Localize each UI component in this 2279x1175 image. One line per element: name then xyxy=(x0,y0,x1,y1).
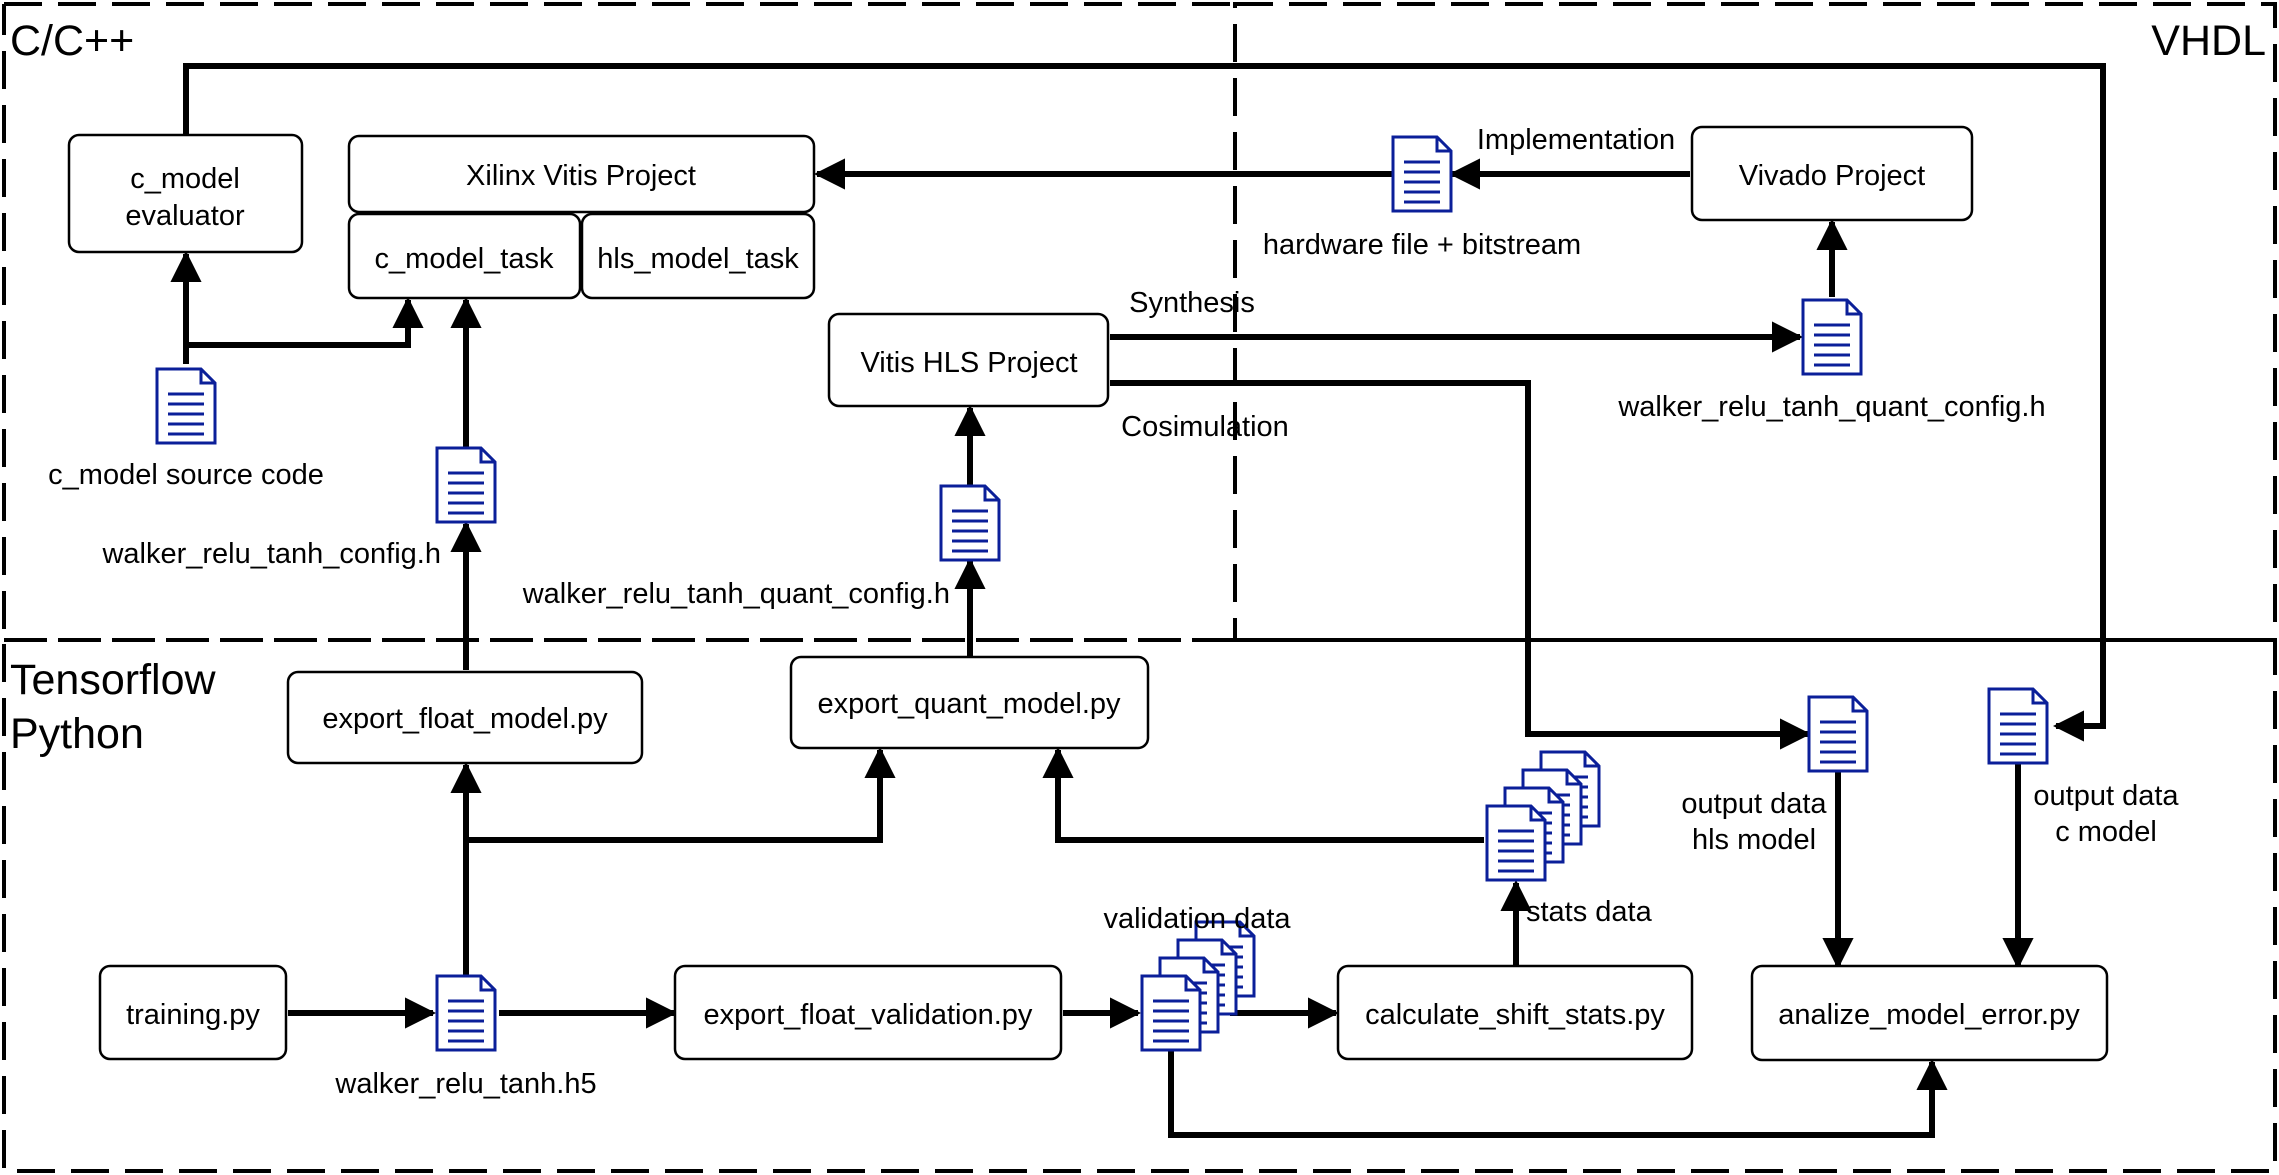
calculate-shift-stats-box[interactable]: calculate_shift_stats.py xyxy=(1336,964,1694,1061)
output-hls-document-icon xyxy=(1807,695,1869,773)
output-c-label-2: c model xyxy=(2055,816,2157,848)
region-label-cpp: C/C++ xyxy=(10,17,134,65)
quant-config-right-label: walker_relu_tanh_quant_config.h xyxy=(1617,391,2045,423)
c-model-source-label: c_model source code xyxy=(48,459,324,491)
export-quant-model-label: export_quant_model.py xyxy=(817,688,1121,720)
connectors xyxy=(170,63,2106,1138)
output-hls-label-2: hls model xyxy=(1692,824,1816,856)
vivado-project-box[interactable]: Vivado Project xyxy=(1690,125,1974,222)
output-hls-label-1: output data xyxy=(1681,788,1827,820)
validation-data-label: validation data xyxy=(1103,903,1291,935)
region-label-tensorflow: Tensorflow xyxy=(10,656,216,704)
region-vhdl xyxy=(1233,2,2277,642)
region-label-python: Python xyxy=(10,710,144,758)
export-float-model-label: export_float_model.py xyxy=(322,703,608,735)
stats-data-label: stats data xyxy=(1526,896,1653,928)
c-model-evaluator-label-1: c_model xyxy=(130,163,240,195)
training-label: training.py xyxy=(126,999,260,1031)
synthesis-edge-label: Synthesis xyxy=(1129,287,1255,319)
float-config-label: walker_relu_tanh_config.h xyxy=(101,538,441,570)
validation-data-document-stack-icon xyxy=(1142,922,1254,1050)
h5-model-document-icon xyxy=(435,974,497,1052)
output-c-document-icon xyxy=(1987,687,2049,765)
cosimulation-edge-label: Cosimulation xyxy=(1121,411,1289,443)
c-model-task-box[interactable]: c_model_task xyxy=(347,212,582,300)
quant-config-right-document-icon xyxy=(1801,298,1863,376)
vitis-hls-project-label: Vitis HLS Project xyxy=(860,347,1077,379)
implementation-edge-label: Implementation xyxy=(1477,124,1675,156)
edge-branch-to-export-quant xyxy=(466,746,896,843)
vitis-hls-project-box[interactable]: Vitis HLS Project xyxy=(827,312,1110,408)
xilinx-vitis-project-box[interactable]: Xilinx Vitis Project xyxy=(347,134,816,214)
calculate-shift-stats-label: calculate_shift_stats.py xyxy=(1365,999,1665,1031)
output-c-label-1: output data xyxy=(2033,780,2179,812)
float-config-document-icon xyxy=(435,446,497,524)
edge-validation-to-analyze xyxy=(1168,1050,1948,1138)
analize-model-error-box[interactable]: analize_model_error.py xyxy=(1750,964,2109,1062)
quant-config-document-icon xyxy=(939,484,1001,562)
hardware-file-document-icon xyxy=(1391,135,1453,213)
hls-model-task-box[interactable]: hls_model_task xyxy=(580,212,816,300)
vivado-project-label: Vivado Project xyxy=(1739,160,1925,192)
h5-model-label: walker_relu_tanh.h5 xyxy=(334,1068,596,1100)
stats-data-document-stack-icon xyxy=(1487,752,1599,880)
analize-model-error-label: analize_model_error.py xyxy=(1778,999,2080,1031)
c-model-evaluator-label-2: evaluator xyxy=(125,200,245,232)
hardware-file-label: hardware file + bitstream xyxy=(1263,229,1581,261)
region-label-vhdl: VHDL xyxy=(2151,17,2266,65)
export-float-validation-box[interactable]: export_float_validation.py xyxy=(673,964,1063,1061)
edge-cosimulation xyxy=(1110,380,1812,750)
quant-config-label: walker_relu_tanh_quant_config.h xyxy=(522,578,950,610)
hls-model-task-label: hls_model_task xyxy=(597,243,799,275)
c-model-source-document-icon xyxy=(155,367,217,445)
xilinx-vitis-project-label: Xilinx Vitis Project xyxy=(466,160,696,192)
export-quant-model-box[interactable]: export_quant_model.py xyxy=(789,655,1150,750)
region-tensorflow xyxy=(2,638,2277,1173)
edge-evaluator-to-c-output xyxy=(183,63,2106,742)
edge-source-to-c-model-task xyxy=(186,296,424,348)
export-float-validation-label: export_float_validation.py xyxy=(704,999,1033,1031)
c-model-task-label: c_model_task xyxy=(375,243,554,275)
edge-stats-to-export-quant xyxy=(1042,746,1484,843)
c-model-evaluator-box[interactable]: c_model evaluator xyxy=(67,133,304,254)
training-box[interactable]: training.py xyxy=(98,964,288,1061)
export-float-model-box[interactable]: export_float_model.py xyxy=(286,670,644,765)
